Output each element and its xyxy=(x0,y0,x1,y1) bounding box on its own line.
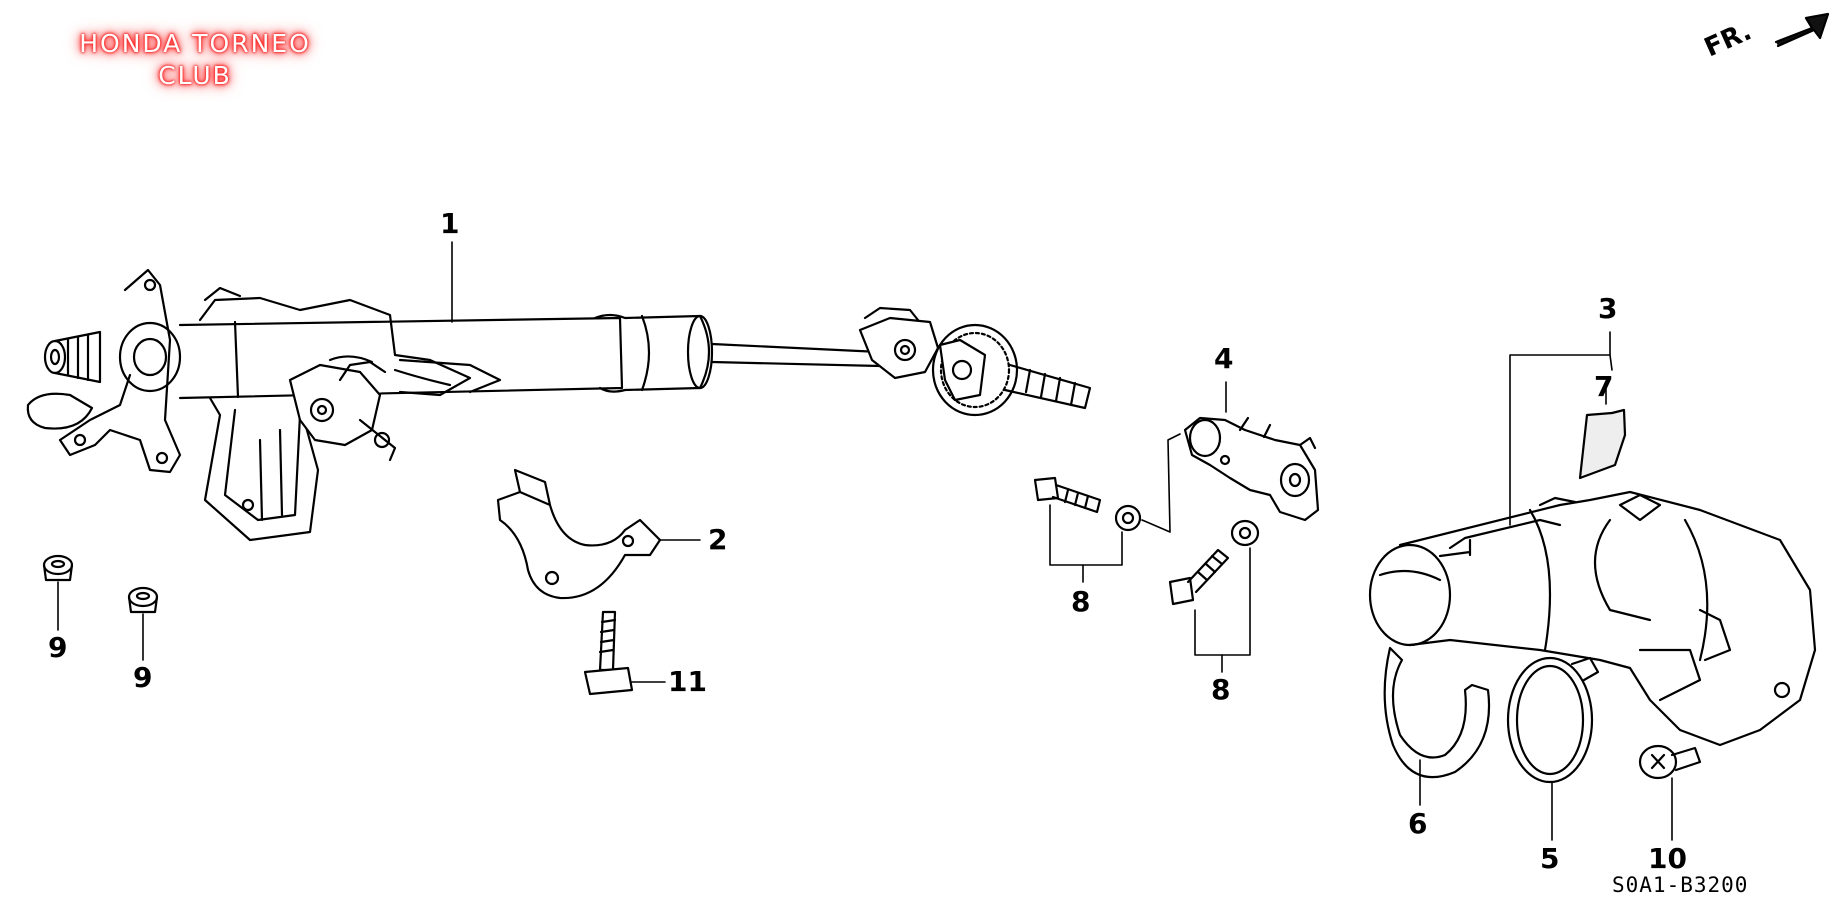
callout-3[interactable]: 3 xyxy=(1598,292,1618,325)
column-clamp-bracket-part xyxy=(496,468,701,600)
column-cover-part xyxy=(1368,331,1817,747)
logo-line-1: HONDA TORNEO xyxy=(79,29,311,58)
bolt-11-part xyxy=(583,610,666,696)
screw-10-part xyxy=(1638,744,1702,841)
nut-9-left-part xyxy=(42,554,74,631)
callout-7[interactable]: 7 xyxy=(1594,370,1614,403)
callout-9-right[interactable]: 9 xyxy=(133,661,153,694)
diagram-code: S0A1-B3200 xyxy=(1612,873,1749,897)
callout-8-upper[interactable]: 8 xyxy=(1071,585,1091,618)
callout-2[interactable]: 2 xyxy=(708,523,728,556)
callout-5[interactable]: 5 xyxy=(1540,842,1560,875)
callout-6[interactable]: 6 xyxy=(1408,807,1428,840)
bolt-washer-8-lower-part xyxy=(1168,519,1260,673)
callout-8-lower[interactable]: 8 xyxy=(1211,673,1231,706)
callout-9-left[interactable]: 9 xyxy=(48,631,68,664)
nut-9-right-part xyxy=(127,586,159,661)
bolt-washer-8-upper-part xyxy=(1033,433,1181,583)
front-direction-label: FR. xyxy=(1700,16,1757,64)
front-direction-indicator: FR. xyxy=(1700,16,1820,78)
universal-joint-yoke-part xyxy=(1183,381,1320,522)
band-clamp-5-part xyxy=(1506,656,1600,841)
clip-6-part xyxy=(1383,646,1491,806)
steering-column-part xyxy=(26,241,1092,542)
callout-11[interactable]: 11 xyxy=(668,665,707,698)
callout-10[interactable]: 10 xyxy=(1648,842,1687,875)
cover-pad-7-part xyxy=(1578,384,1627,480)
callout-4[interactable]: 4 xyxy=(1214,342,1234,375)
logo-line-2: CLUB xyxy=(158,61,232,90)
callout-1[interactable]: 1 xyxy=(440,207,460,240)
club-logo: HONDA TORNEO CLUB xyxy=(30,28,360,92)
front-direction-arrow-icon xyxy=(1774,12,1830,48)
